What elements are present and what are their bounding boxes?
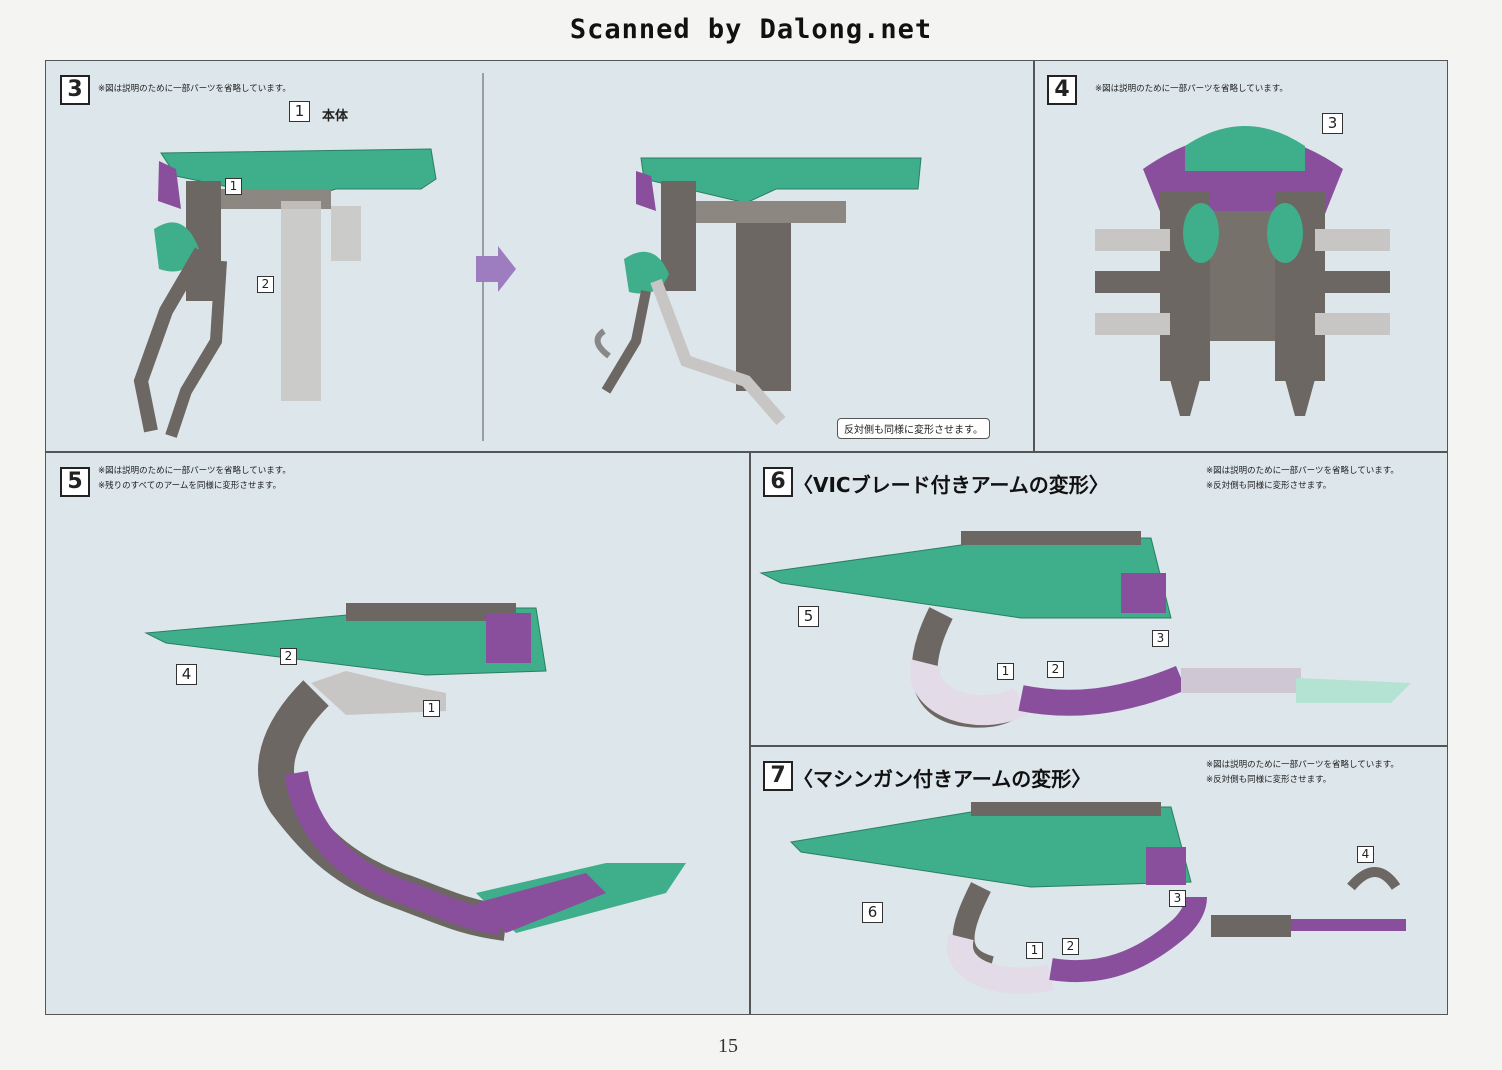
step-6-note-2: ※反対側も同様に変形させます。	[1206, 481, 1332, 491]
callout-step-7-b: 2	[1062, 938, 1079, 955]
callout-step-5-b: 1	[423, 700, 440, 717]
step-7-title: 〈マシンガン付きアームの変形〉	[793, 767, 1092, 791]
step-4-note: ※図は説明のために一部パーツを省略しています。	[1095, 84, 1288, 94]
step-7-panel: 7 〈マシンガン付きアームの変形〉 ※図は説明のために一部パーツを省略しています…	[750, 746, 1448, 1015]
step-4-number: 4	[1047, 75, 1077, 105]
opposite-side-bubble: 反対側も同様に変形させます。	[837, 418, 990, 439]
scan-credit-header: Scanned by Dalong.net	[569, 14, 933, 45]
callout-step-5-part: 4	[176, 664, 197, 685]
callout-step-6-b: 2	[1047, 661, 1064, 678]
callout-main-body-number: 1	[289, 101, 310, 122]
step-5-illustration	[144, 603, 686, 941]
model-after-transform	[594, 157, 922, 425]
step-6-number: 6	[763, 467, 793, 497]
page-number: 15	[718, 1035, 738, 1057]
callout-step-6-a: 1	[997, 663, 1014, 680]
callout-step-3-a: 1	[225, 178, 242, 195]
step-6-note-1: ※図は説明のために一部パーツを省略しています。	[1206, 466, 1399, 476]
callout-step-3-b: 2	[257, 276, 274, 293]
step-6-panel: 6 〈VICブレード付きアームの変形〉 ※図は説明のために一部パーツを省略してい…	[750, 452, 1448, 746]
step-3-note: ※図は説明のために一部パーツを省略しています。	[98, 84, 291, 94]
step-5-note-1: ※図は説明のために一部パーツを省略しています。	[98, 466, 291, 476]
callout-main-body-label: 本体	[322, 109, 349, 124]
callout-step-7-part: 6	[862, 902, 883, 923]
callout-step-7-a: 1	[1026, 942, 1043, 959]
callout-step-4: 3	[1322, 113, 1343, 134]
step-5-note-2: ※残りのすべてのアームを同様に変形させます。	[98, 481, 282, 491]
step-3-number: 3	[60, 75, 90, 105]
callout-step-5-a: 2	[280, 648, 297, 665]
step-5-number: 5	[60, 467, 90, 497]
step-7-note-1: ※図は説明のために一部パーツを省略しています。	[1206, 760, 1399, 770]
callout-step-6-part: 5	[798, 606, 819, 627]
callout-step-7-d: 4	[1357, 846, 1374, 863]
step-4-illustration	[1095, 126, 1390, 416]
step-5-panel: 5 ※図は説明のために一部パーツを省略しています。 ※残りのすべてのアームを同様…	[45, 452, 750, 1015]
step-3-panel: 3 ※図は説明のために一部パーツを省略しています。 1 本体 1 2 反対側も同…	[45, 60, 1034, 452]
step-7-illustration	[789, 802, 1406, 994]
callout-step-7-c: 3	[1169, 890, 1186, 907]
step-4-panel: 4 ※図は説明のために一部パーツを省略しています。 3	[1034, 60, 1448, 452]
step-6-title: 〈VICブレード付きアームの変形〉	[793, 473, 1109, 497]
callout-step-6-c: 3	[1152, 630, 1169, 647]
step-6-illustration	[759, 531, 1411, 728]
model-before-transform	[133, 148, 437, 438]
step-7-note-2: ※反対側も同様に変形させます。	[1206, 775, 1332, 785]
step-3-illustration	[133, 73, 922, 441]
step-7-number: 7	[763, 761, 793, 791]
